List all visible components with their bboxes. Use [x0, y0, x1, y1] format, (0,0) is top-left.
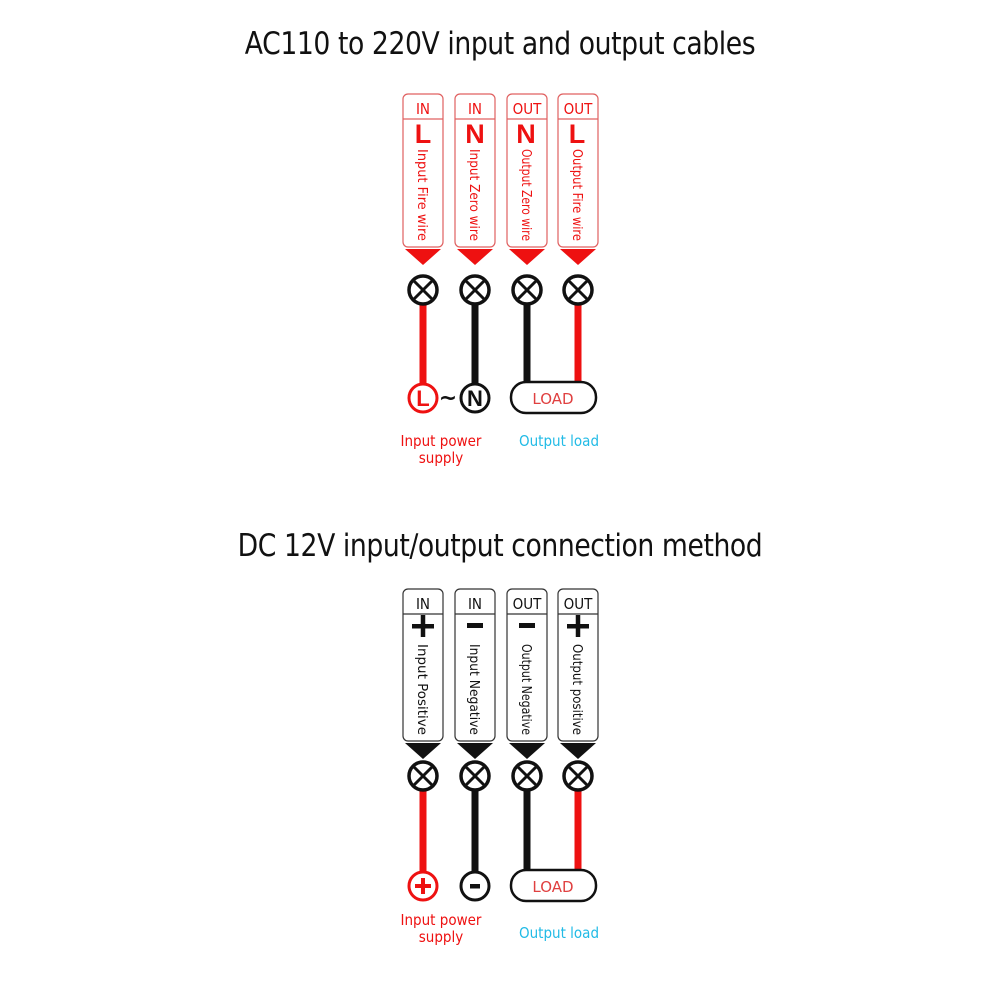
- terminal-label: Output Negative: [518, 644, 533, 735]
- source-circle: [407, 382, 439, 414]
- screw-cross: [567, 279, 589, 301]
- terminal-label-box: [506, 588, 548, 742]
- screw-cross: [516, 279, 538, 301]
- dc-section-title: DC 12V input/output connection method: [237, 528, 763, 564]
- minus-sign-icon: [519, 623, 535, 628]
- screw-cross: [567, 765, 589, 787]
- plus-sign-icon: [421, 878, 425, 894]
- dc-input-power-caption: Input power supply: [387, 912, 495, 946]
- terminal-label: Output Zero wire: [518, 149, 533, 241]
- terminal-label-box: [454, 588, 496, 742]
- load-box: [509, 868, 598, 903]
- minus-sign-icon: [467, 623, 483, 628]
- down-arrow-icon: [457, 743, 493, 759]
- load-label: LOAD: [532, 878, 573, 896]
- terminal-dc-3: OUT Output Negative: [506, 588, 548, 870]
- down-arrow-icon: [405, 743, 441, 759]
- terminal-symbol: L: [415, 119, 432, 149]
- terminal-header: IN: [468, 100, 482, 118]
- load-box: [509, 380, 598, 415]
- terminal-label: Output positive: [569, 644, 584, 735]
- source-left-terminal-icon: [407, 870, 439, 902]
- down-arrow-icon: [509, 249, 545, 265]
- plus-sign-icon: [420, 615, 426, 637]
- down-arrow-icon: [457, 249, 493, 265]
- ac-section-title: AC110 to 220V input and output cables: [244, 26, 756, 62]
- terminal-label: Input Negative: [466, 644, 481, 735]
- screw-cross: [412, 279, 434, 301]
- load-dc: LOAD: [509, 868, 598, 903]
- terminal-label-box: [402, 93, 444, 248]
- terminal-label-box: [557, 93, 599, 248]
- terminal-symbol: N: [465, 119, 485, 149]
- terminal-label-box: [506, 93, 548, 248]
- screw-cross: [516, 765, 538, 787]
- terminal-dc-4: OUT Output positive: [557, 588, 599, 870]
- terminal-header: OUT: [513, 100, 543, 118]
- minus-sign-icon: [470, 884, 480, 889]
- source-right-terminal-icon: N: [459, 382, 491, 414]
- terminal-header: OUT: [513, 595, 543, 613]
- terminal-header: IN: [468, 595, 482, 613]
- terminal-label: Input Fire wire: [414, 149, 429, 241]
- source-circle: [459, 382, 491, 414]
- source-symbol: L: [416, 386, 429, 411]
- terminal-label: Input Positive: [414, 644, 429, 735]
- terminal-header: IN: [416, 100, 430, 118]
- load-label: LOAD: [532, 390, 573, 408]
- terminal-label-box: [454, 93, 496, 248]
- down-arrow-icon: [560, 743, 596, 759]
- caption-line: Input power: [400, 911, 482, 929]
- terminal-symbol: L: [569, 119, 586, 149]
- load-ac: LOAD: [509, 380, 598, 415]
- terminal-symbol: N: [516, 119, 536, 149]
- terminal-header: OUT: [564, 100, 594, 118]
- terminal-label: Output Fire wire: [569, 149, 584, 241]
- screw-cross: [412, 765, 434, 787]
- ac-input-power-caption: Input power supply: [387, 433, 495, 467]
- terminal-header: IN: [416, 595, 430, 613]
- caption-line: supply: [418, 928, 464, 946]
- screw-cross: [464, 279, 486, 301]
- terminal-dc-2: IN Input Negative: [454, 588, 496, 871]
- plus-sign-icon: [575, 615, 581, 637]
- caption-line: supply: [418, 449, 464, 467]
- terminal-header: OUT: [564, 595, 594, 613]
- source-right-terminal-icon: [459, 870, 491, 902]
- down-arrow-icon: [405, 249, 441, 265]
- caption-line: Input power: [400, 432, 482, 450]
- terminal-dc-1: IN Input Positive: [402, 588, 444, 871]
- dc-output-load-caption: Output load: [518, 924, 600, 942]
- ac-output-load-caption: Output load: [518, 432, 600, 450]
- screw-cross: [464, 765, 486, 787]
- ac-tilde-symbol: ~: [439, 386, 457, 411]
- terminal-label: Input Zero wire: [466, 149, 481, 241]
- down-arrow-icon: [560, 249, 596, 265]
- dc-section: IN Input Positive IN Input Negative OUT Outpu…: [402, 588, 599, 903]
- source-symbol: N: [467, 386, 483, 411]
- source-left-terminal-icon: L: [407, 382, 439, 414]
- down-arrow-icon: [509, 743, 545, 759]
